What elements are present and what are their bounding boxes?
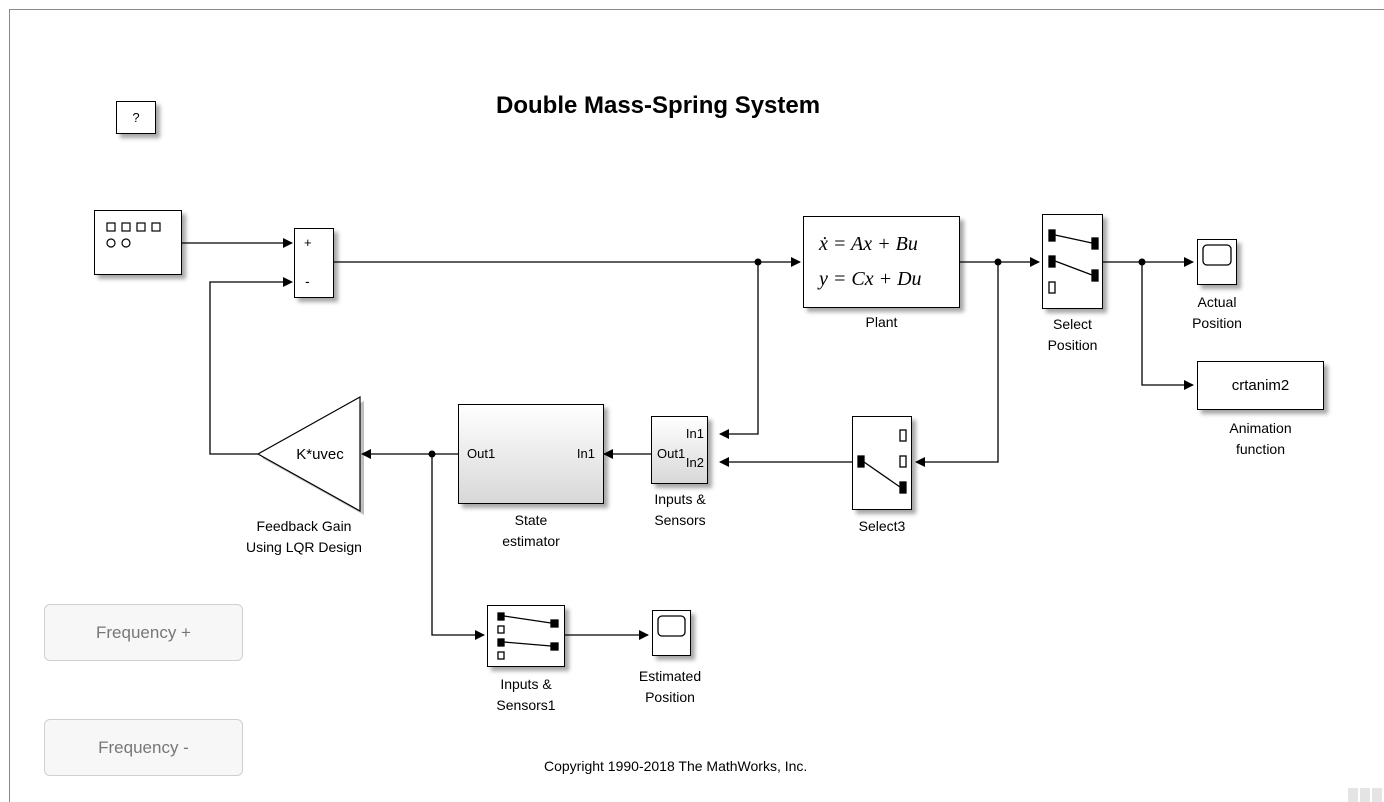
- select-position-label-1: Select: [1053, 316, 1092, 332]
- state-equation: ẋ = Ax + Bu: [819, 233, 918, 255]
- actual-position-label-2: Position: [1192, 315, 1242, 331]
- gain-triangle: [256, 395, 361, 513]
- branch-point: [1138, 258, 1146, 266]
- selector-icon: [1048, 229, 1099, 294]
- inputs-sensors-label-1: Inputs &: [654, 491, 706, 507]
- state-estimator-label-2: estimator: [502, 533, 560, 549]
- frequency-plus-button[interactable]: Frequency +: [44, 604, 243, 661]
- animation-label-2: function: [1235, 441, 1286, 457]
- sensors-in2-port: In2: [685, 455, 704, 470]
- gain-block-text: K*uvec: [296, 446, 344, 463]
- selector-icon: [857, 429, 907, 494]
- sensors-in1-port: In1: [685, 426, 704, 441]
- branch-point: [428, 450, 436, 458]
- actual-position-label-1: Actual: [1197, 294, 1237, 310]
- help-block[interactable]: ?: [116, 101, 156, 134]
- select-position-block[interactable]: [1042, 214, 1103, 309]
- select-position-label-2: Position: [1047, 337, 1098, 353]
- branch-point: [754, 258, 762, 266]
- signal-generator-block[interactable]: [94, 210, 182, 275]
- select3-label: Select3: [858, 518, 906, 534]
- inputs-sensors-label-2: Sensors: [654, 512, 706, 528]
- plant-block[interactable]: ẋ = Ax + Bu y = Cx + Du: [803, 216, 960, 308]
- sum-plus-port: +: [304, 235, 312, 250]
- estimator-out-port: Out1: [467, 446, 496, 461]
- line-branch-to-sensors1: [431, 454, 485, 640]
- scope-icon: [657, 615, 686, 637]
- branch-point: [994, 258, 1002, 266]
- inputs-sensors1-label-1: Inputs &: [500, 676, 552, 692]
- state-estimator-label-1: State: [514, 512, 548, 528]
- gain-block[interactable]: [252, 393, 392, 518]
- animation-block-text: crtanim2: [1231, 377, 1290, 394]
- line-gain-to-sum: [209, 277, 293, 455]
- scope-icon: [1202, 244, 1232, 266]
- actual-position-scope[interactable]: [1197, 239, 1237, 285]
- line-branch-to-in1: [719, 262, 759, 439]
- plant-label: Plant: [865, 314, 898, 330]
- frequency-minus-button[interactable]: Frequency -: [44, 719, 243, 776]
- inputs-sensors-block[interactable]: In1 In2 Out1: [651, 416, 708, 484]
- help-label: ?: [132, 110, 140, 125]
- estimated-position-scope[interactable]: [652, 610, 691, 656]
- inputs-sensors1-label-2: Sensors1: [496, 697, 556, 713]
- line-branch-to-select3: [915, 262, 999, 467]
- gain-label-1: Feedback Gain: [256, 518, 352, 534]
- inputs-sensors1-block[interactable]: [487, 605, 565, 667]
- gain-label-2: Using LQR Design: [246, 539, 362, 555]
- sum-block[interactable]: + -: [294, 228, 334, 298]
- sum-minus-port: -: [305, 273, 310, 289]
- copyright-text: Copyright 1990-2018 The MathWorks, Inc.: [544, 758, 808, 774]
- canvas-border: [9, 9, 1384, 802]
- estimated-position-label-2: Position: [645, 689, 695, 705]
- animation-label-1: Animation: [1229, 420, 1292, 436]
- select3-block[interactable]: [852, 416, 912, 510]
- state-estimator-block[interactable]: Out1 In1: [458, 404, 604, 504]
- line-branch-to-animation: [1141, 262, 1194, 390]
- selector-icon: [497, 612, 559, 660]
- estimator-in-port: In1: [576, 446, 595, 461]
- resize-grip-icon: [1346, 784, 1384, 802]
- diagram-title: Double Mass-Spring System: [496, 92, 821, 119]
- output-equation: y = Cx + Du: [819, 268, 922, 290]
- sensors-out1-port: Out1: [657, 446, 686, 461]
- animation-block[interactable]: crtanim2: [1197, 361, 1324, 410]
- signal-builder-icon: [106, 222, 161, 248]
- estimated-position-label-1: Estimated: [638, 668, 702, 684]
